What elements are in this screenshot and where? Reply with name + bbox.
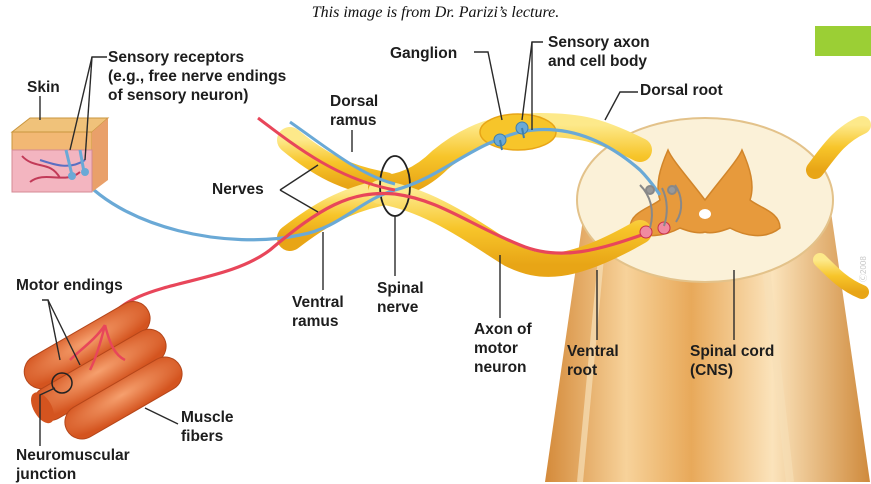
label-axon-motor-line1: Axon of <box>474 320 532 339</box>
label-sensory-receptors-line1: Sensory receptors <box>108 48 286 67</box>
label-spinal-cord-line1: Spinal cord <box>690 342 774 361</box>
skin-block <box>12 118 108 192</box>
accent-tab <box>815 26 871 56</box>
label-spinal-cord: Spinal cord (CNS) <box>690 342 774 380</box>
label-skin: Skin <box>27 78 60 97</box>
label-dorsal-ramus: Dorsal ramus <box>330 92 378 130</box>
label-sensory-receptors-line2: (e.g., free nerve endings <box>108 67 286 86</box>
label-ventral-root-line1: Ventral <box>567 342 619 361</box>
label-axon-motor-line2: motor <box>474 339 532 358</box>
label-ventral-ramus-line1: Ventral <box>292 293 344 312</box>
label-dorsal-ramus-line1: Dorsal <box>330 92 378 111</box>
label-neuromuscular-line2: junction <box>16 465 130 484</box>
label-axon-motor-neuron: Axon of motor neuron <box>474 320 532 377</box>
label-skin-text: Skin <box>27 78 60 97</box>
label-ventral-ramus: Ventral ramus <box>292 293 344 331</box>
label-dorsal-root-text: Dorsal root <box>640 81 723 100</box>
label-muscle-fibers-line2: fibers <box>181 427 234 446</box>
label-neuromuscular-junction: Neuromuscular junction <box>16 446 130 484</box>
label-ganglion-text: Ganglion <box>390 44 457 63</box>
label-muscle-fibers: Muscle fibers <box>181 408 234 446</box>
label-dorsal-ramus-line2: ramus <box>330 111 378 130</box>
label-sensory-receptors-line3: of sensory neuron) <box>108 86 286 105</box>
label-spinal-cord-line2: (CNS) <box>690 361 774 380</box>
label-sensory-axon-line2: and cell body <box>548 52 650 71</box>
label-spinal-nerve: Spinal nerve <box>377 279 424 317</box>
label-sensory-receptors: Sensory receptors (e.g., free nerve endi… <box>108 48 286 105</box>
label-neuromuscular-line1: Neuromuscular <box>16 446 130 465</box>
label-nerves-text: Nerves <box>212 180 264 199</box>
label-motor-endings-text: Motor endings <box>16 276 123 295</box>
label-nerves: Nerves <box>212 180 264 199</box>
label-dorsal-root: Dorsal root <box>640 81 723 100</box>
label-motor-endings: Motor endings <box>16 276 123 295</box>
muscle-fibers <box>10 295 188 454</box>
side-credit: Ⓒ2008 <box>858 256 869 282</box>
label-sensory-axon: Sensory axon and cell body <box>548 33 650 71</box>
label-axon-motor-line3: neuron <box>474 358 532 377</box>
label-sensory-axon-line1: Sensory axon <box>548 33 650 52</box>
label-spinal-nerve-line2: nerve <box>377 298 424 317</box>
label-spinal-nerve-line1: Spinal <box>377 279 424 298</box>
label-ventral-root: Ventral root <box>567 342 619 380</box>
label-ganglion: Ganglion <box>390 44 457 63</box>
label-ventral-ramus-line2: ramus <box>292 312 344 331</box>
label-muscle-fibers-line1: Muscle <box>181 408 234 427</box>
label-ventral-root-line2: root <box>567 361 619 380</box>
caption: This image is from Dr. Parizi’s lecture. <box>0 4 871 22</box>
